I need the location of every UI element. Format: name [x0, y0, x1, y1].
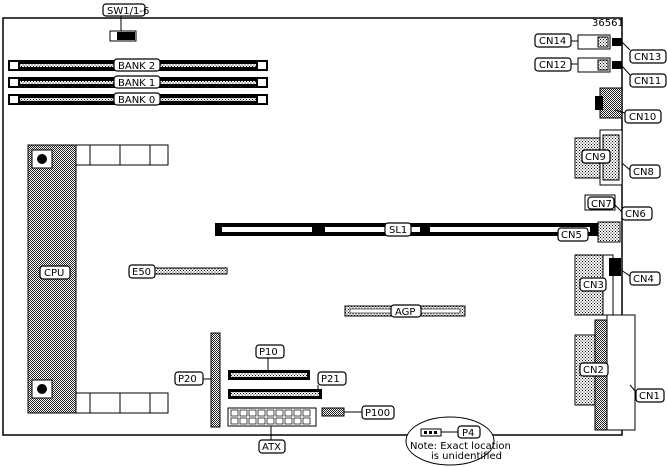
label-p4: P4	[462, 428, 474, 439]
label-cn7: CN7	[591, 199, 612, 210]
note-line-1: Note: Exact location	[410, 441, 511, 452]
connector-cn4-cn3: CN3 CN4	[574, 254, 661, 316]
header-p100: P100	[321, 405, 395, 420]
ref-number: 36561	[592, 18, 624, 29]
dip-switch-sw1: SW1/1-6	[102, 3, 149, 42]
cpu-slot: CPU	[27, 144, 169, 414]
connector-cn12-cn11: CN12 CN11	[534, 57, 667, 88]
label-cn12: CN12	[539, 60, 566, 71]
label-agp: AGP	[395, 307, 415, 318]
label-cn4: CN4	[633, 274, 654, 285]
header-p10: P10	[228, 344, 310, 380]
jumper-e50: E50	[128, 264, 228, 279]
memory-bank-1: BANK 1	[8, 75, 268, 89]
connector-cn5: CN5	[557, 221, 621, 243]
slot-sl1: SL1	[215, 222, 615, 237]
label-p21: P21	[321, 374, 340, 385]
label-p10: P10	[259, 347, 278, 358]
header-p21: P21	[228, 371, 347, 399]
label-bank0: BANK 0	[118, 95, 155, 106]
label-cn2: CN2	[583, 365, 604, 376]
label-cn8: CN8	[633, 167, 654, 178]
label-cn9: CN9	[585, 152, 606, 163]
label-cn13: CN13	[634, 52, 661, 63]
label-cn6: CN6	[625, 209, 646, 220]
label-e50: E50	[132, 267, 151, 278]
label-sl1: SL1	[389, 225, 407, 236]
memory-bank-2: BANK 2	[8, 58, 268, 72]
label-cn5: CN5	[561, 230, 582, 241]
note-line-2: is unidentified	[431, 451, 502, 462]
connector-atx: ATX	[227, 407, 317, 454]
connector-cn14-cn13: CN14 CN13	[534, 33, 667, 64]
slot-agp: AGP	[344, 304, 466, 318]
label-atx: ATX	[262, 442, 281, 453]
connector-cn2-cn1: CN2 CN1	[574, 314, 665, 431]
connector-cn10: CN10	[595, 87, 662, 124]
connector-cn9-cn8: CN9 CN8	[574, 129, 661, 186]
header-p20: P20	[174, 332, 221, 428]
label-bank2: BANK 2	[118, 61, 155, 72]
memory-bank-0: BANK 0	[8, 92, 268, 106]
label-p100: P100	[365, 408, 390, 419]
label-cn10: CN10	[629, 112, 656, 123]
label-cn11: CN11	[634, 76, 661, 87]
label-bank1: BANK 1	[118, 78, 155, 89]
connector-cn7-cn6: CN7 CN6	[584, 194, 653, 221]
label-sw1: SW1/1-6	[107, 6, 149, 17]
label-cn1: CN1	[639, 391, 660, 402]
label-cn14: CN14	[539, 36, 566, 47]
label-cn3: CN3	[583, 280, 604, 291]
label-cpu: CPU	[44, 268, 64, 279]
label-p20: P20	[178, 374, 197, 385]
note-callout-p4: P4 Note: Exact location is unidentified	[405, 416, 511, 466]
